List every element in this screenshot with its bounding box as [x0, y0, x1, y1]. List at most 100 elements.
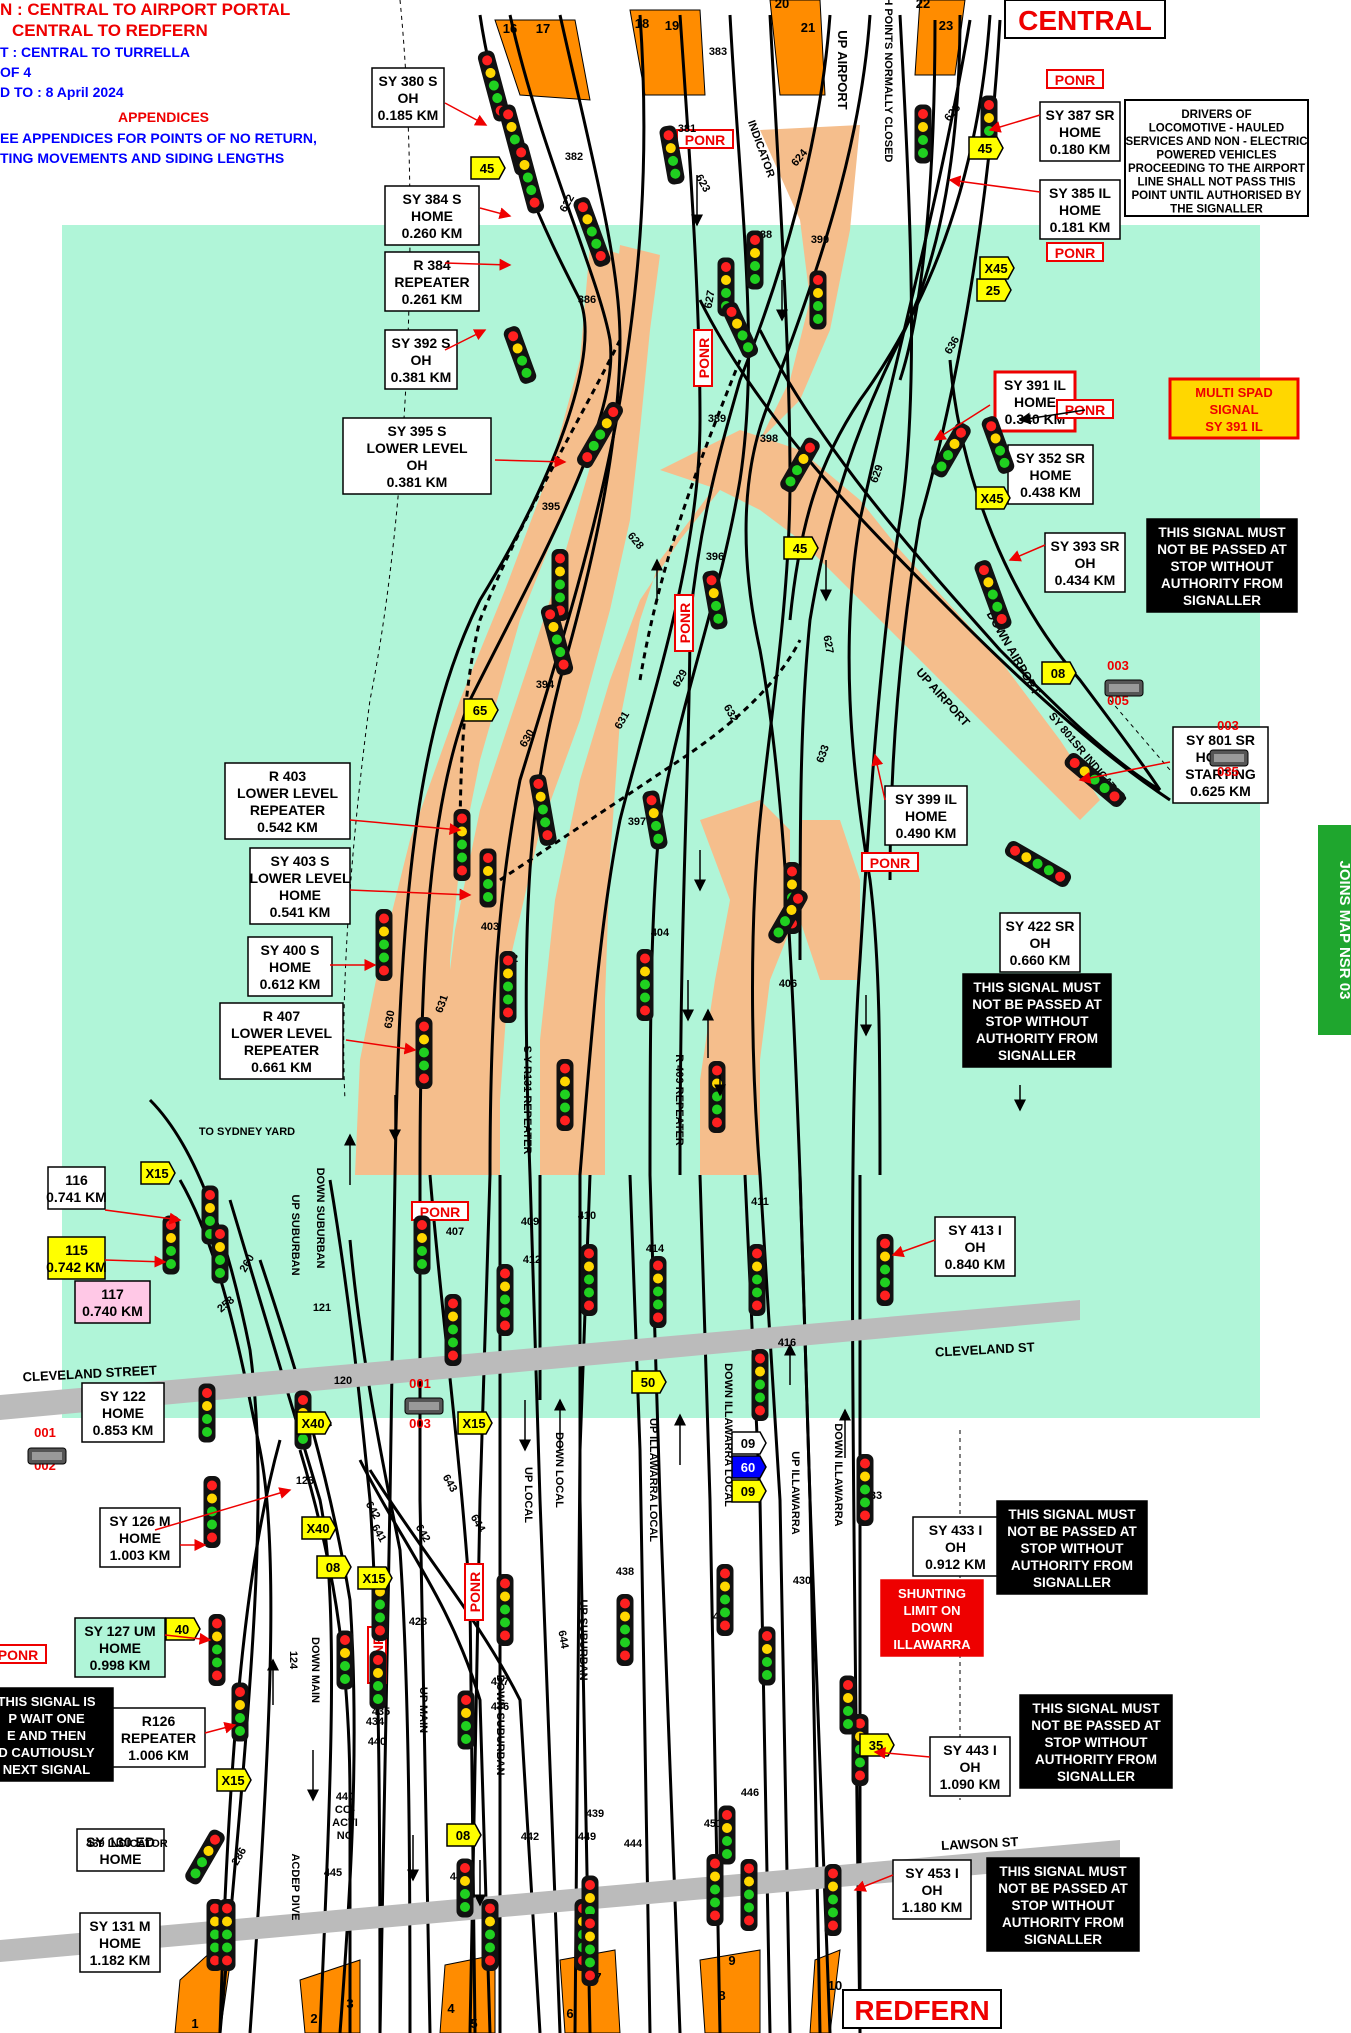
signal-head — [496, 1264, 514, 1336]
box-line: NEXT SIGNAL — [3, 1762, 90, 1777]
line-label: UP ILLAWARRA — [789, 1451, 801, 1535]
platform-number: 22 — [916, 0, 930, 11]
speed-sign: 09 — [731, 1431, 767, 1455]
platform-number: 4 — [447, 2001, 455, 2016]
axle-counter-icon — [1104, 679, 1144, 697]
signal-number: 440 — [368, 1736, 386, 1748]
speed-value: 08 — [326, 1560, 340, 1575]
box-line: SY 131 M — [89, 1918, 150, 1934]
point-number: 623 — [693, 173, 713, 195]
box-line: HOME — [1014, 394, 1056, 410]
box-line: REPEATER — [121, 1730, 196, 1746]
box-line: OH — [398, 90, 419, 106]
signal-number: 444 — [624, 1838, 643, 1850]
box-line: R 384 — [413, 257, 451, 273]
platform-number: 18 — [635, 16, 649, 31]
box-line: STOP WITHOUT — [1011, 1898, 1115, 1913]
box-line: STARTING — [1185, 766, 1256, 782]
signal-number: 406 — [779, 978, 797, 990]
coacting-label: CO- — [335, 1804, 356, 1816]
signal-head — [636, 949, 654, 1021]
box-line: 0.742 KM — [46, 1259, 107, 1275]
pointer-arrow — [988, 114, 1041, 133]
point-number: 644 — [555, 1629, 570, 1650]
box-line: 1.182 KM — [90, 1952, 151, 1968]
axle-counter-number: 003 — [1217, 718, 1239, 733]
line-label: ACDEP DIVE — [289, 1853, 301, 1920]
pointer-arrow — [948, 175, 1041, 193]
street-label: CLEVELAND ST — [935, 1339, 1035, 1359]
platform-number: 6 — [566, 2006, 573, 2021]
pointer-arrow — [873, 1746, 931, 1759]
ponr-tag: PONR — [411, 1201, 469, 1221]
box-line: SY 391 IL — [1004, 377, 1066, 393]
box-line: R 403 — [269, 768, 307, 784]
point-number: 627 — [820, 634, 835, 654]
box-line: SY 395 S — [388, 423, 447, 439]
signal-head — [185, 1829, 225, 1885]
axle-counter-number: 003 — [1107, 658, 1129, 673]
pointer-arrow — [1008, 544, 1046, 562]
speed-sign: 08 — [1041, 661, 1077, 685]
signal-head — [577, 401, 623, 469]
header-line: TING MOVEMENTS AND SIDING LENGTHS — [0, 150, 284, 166]
joins-map-tab[interactable]: JOINS MAP NSR 03 — [1318, 825, 1351, 1035]
ponr-label: PONR — [0, 1647, 38, 1663]
box-line: THIS SIGNAL MUST — [1158, 525, 1286, 540]
box-line: STOP WITHOUT — [1044, 1735, 1148, 1750]
box-line: 1.090 KM — [940, 1776, 1001, 1792]
signal-number: 442 — [521, 1831, 539, 1843]
header-line: EE APPENDICES FOR POINTS OF NO RETURN, — [0, 130, 317, 146]
ponr-tag: PONR — [464, 1563, 484, 1621]
axle-counter-icon — [27, 1447, 67, 1465]
box-line: HOME — [269, 959, 311, 975]
ponr-tag: PONR — [1056, 399, 1114, 419]
box-line: 0.381 KM — [387, 474, 448, 490]
line-label: TO SYDNEY YARD — [199, 1126, 295, 1138]
platform-number: 2 — [310, 2011, 317, 2026]
box-line: P WAIT ONE — [8, 1711, 85, 1726]
speed-sign: X40 — [296, 1411, 332, 1435]
ponr-label: PONR — [420, 1204, 460, 1220]
speed-value: X45 — [984, 261, 1007, 276]
signal-head — [413, 1215, 431, 1275]
box-line: 0.260 KM — [402, 225, 463, 241]
axle-counter-icon — [1209, 749, 1249, 767]
signal-number: 395 — [542, 501, 560, 513]
box-line: LOWER LEVEL — [249, 870, 351, 886]
signal-head — [481, 1899, 499, 1971]
signal-head — [540, 604, 574, 676]
point-number: 630 — [383, 1009, 398, 1029]
signal-head — [718, 1805, 736, 1865]
signal-head — [375, 909, 393, 981]
box-line: SY 801 SR — [1186, 732, 1255, 748]
box-line: 0.542 KM — [257, 819, 318, 835]
box-line: AUTHORITY FROM — [976, 1031, 1098, 1046]
ponr-label: PONR — [677, 603, 693, 643]
signal-head — [856, 1454, 874, 1526]
box-line: 0.381 KM — [391, 369, 452, 385]
signal-head — [780, 437, 820, 493]
coacting-label: NG — [337, 1830, 354, 1842]
cleveland-street-band — [0, 1300, 1080, 1420]
point-number: 631 — [433, 993, 451, 1014]
signal-head — [496, 1574, 514, 1646]
signal-head — [740, 1859, 758, 1931]
signal-head — [981, 416, 1015, 474]
signal-head — [211, 1224, 229, 1284]
point-number: 633 — [814, 743, 832, 764]
box-line: SY 400 S — [261, 942, 320, 958]
box-line: 0.434 KM — [1055, 572, 1116, 588]
box-line: THIS SIGNAL MUST — [999, 1864, 1127, 1879]
box-line: OH — [960, 1759, 981, 1775]
box-line: HOME — [102, 1405, 144, 1421]
coacting-label: 440 — [336, 1791, 354, 1803]
ponr-tag: PONR — [674, 594, 694, 652]
speed-value: 40 — [175, 1622, 189, 1637]
box-line: SIGNALLER — [1033, 1575, 1111, 1590]
